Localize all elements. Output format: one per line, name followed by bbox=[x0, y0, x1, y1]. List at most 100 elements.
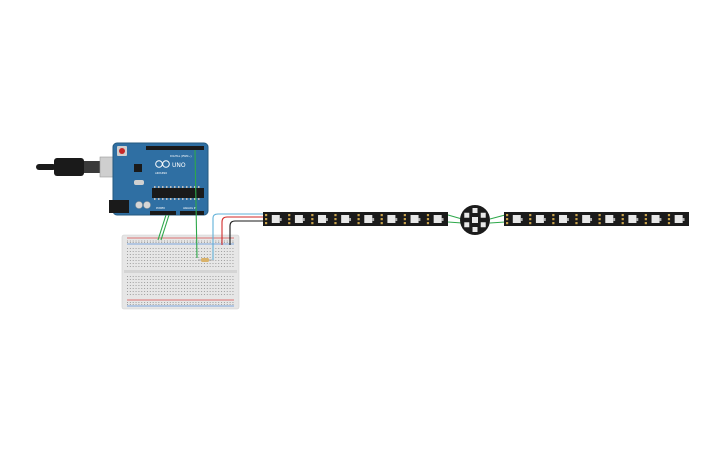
breadboard[interactable] bbox=[121, 234, 240, 310]
resistor-body bbox=[201, 258, 209, 262]
solder-pad bbox=[552, 214, 555, 217]
solder-pad bbox=[403, 222, 406, 225]
solder-pad bbox=[552, 222, 555, 225]
center-gutter bbox=[124, 270, 237, 273]
led-pixel bbox=[628, 215, 637, 223]
solder-pad bbox=[357, 214, 360, 217]
usb-chip bbox=[134, 164, 142, 172]
wire-strip-to-ring-2[interactable] bbox=[447, 221, 463, 224]
solder-pad bbox=[644, 218, 647, 221]
wire-strip-to-ring-1[interactable] bbox=[447, 214, 463, 220]
usb-cable-tail bbox=[36, 164, 56, 170]
solder-pad bbox=[334, 222, 337, 225]
ring-pixel bbox=[472, 208, 478, 213]
led-pixel bbox=[535, 215, 544, 223]
solder-pad bbox=[667, 222, 671, 225]
strip-capacitor bbox=[659, 218, 662, 221]
led-pixel bbox=[294, 215, 303, 223]
digital-header[interactable] bbox=[146, 146, 204, 150]
solder-pad bbox=[265, 214, 268, 217]
solder-pad bbox=[575, 214, 578, 217]
solder-pad bbox=[380, 222, 383, 225]
arduino-uno-board[interactable]: DIGITAL (PWM~) UNO ARDUINO bbox=[109, 142, 209, 216]
wire-ring-to-strip-2[interactable] bbox=[489, 221, 506, 224]
solder-pad bbox=[552, 218, 555, 221]
ring-pixel bbox=[464, 222, 470, 228]
usb-plug-neck bbox=[84, 161, 100, 173]
led-pixel bbox=[318, 215, 327, 223]
solder-pad bbox=[265, 222, 268, 225]
wire-ground-to-strip[interactable] bbox=[229, 220, 264, 245]
ring-pixel bbox=[472, 217, 478, 223]
solder-pad bbox=[334, 218, 337, 221]
solder-pad bbox=[598, 214, 601, 217]
arduino-breadboard-wires[interactable] bbox=[157, 149, 198, 259]
solder-pad bbox=[575, 222, 578, 225]
strip-capacitor bbox=[372, 218, 375, 221]
led-pixel bbox=[271, 215, 280, 223]
wire-5v-to-breadboard[interactable] bbox=[160, 214, 170, 241]
strip-capacitor bbox=[302, 218, 305, 221]
solder-pad bbox=[598, 218, 601, 221]
led-strip-left-pixels bbox=[265, 214, 444, 225]
led-pixel bbox=[674, 215, 683, 223]
breadboard-holes[interactable] bbox=[127, 240, 234, 306]
solder-pad bbox=[311, 222, 314, 225]
solder-pad bbox=[621, 222, 624, 225]
analog-header-label: ANALOG IN bbox=[183, 207, 197, 210]
resistor[interactable] bbox=[198, 258, 212, 262]
ring-pixel bbox=[480, 212, 486, 218]
ring-pixel bbox=[480, 222, 486, 228]
power-header[interactable] bbox=[150, 211, 176, 215]
wire-ring-to-strip-1[interactable] bbox=[489, 214, 506, 220]
capacitor-2 bbox=[143, 201, 151, 209]
solder-pad bbox=[380, 214, 383, 217]
strip-capacitor bbox=[349, 218, 352, 221]
neopixel-ring-pixels bbox=[464, 208, 486, 232]
led-strip-left-body bbox=[263, 212, 448, 226]
neopixel-ring[interactable] bbox=[460, 205, 490, 235]
solder-pad bbox=[644, 222, 647, 225]
ring-pixel bbox=[464, 212, 470, 218]
atmega-chip bbox=[152, 188, 204, 198]
strip-capacitor bbox=[418, 218, 421, 221]
strip-capacitor bbox=[590, 218, 593, 221]
solder-pad bbox=[288, 218, 291, 221]
solder-pad bbox=[403, 214, 406, 217]
solder-pad bbox=[621, 214, 624, 217]
ring-connection-wires[interactable] bbox=[447, 214, 506, 224]
led-pixel bbox=[651, 215, 660, 223]
wire-gnd-to-breadboard[interactable] bbox=[157, 214, 167, 241]
strip-capacitor bbox=[325, 218, 328, 221]
led-pixel bbox=[341, 215, 350, 223]
solder-pad bbox=[667, 218, 671, 221]
led-strip-left[interactable] bbox=[263, 212, 448, 226]
led-pixel bbox=[605, 215, 614, 223]
strip-connection-wires[interactable] bbox=[212, 213, 264, 260]
solder-pad bbox=[426, 218, 430, 221]
led-pixel bbox=[364, 215, 373, 223]
solder-pad bbox=[357, 222, 360, 225]
solder-pad bbox=[598, 222, 601, 225]
reset-button-cap bbox=[119, 148, 125, 154]
wire-power-to-strip[interactable] bbox=[221, 216, 264, 245]
wire-data-pin[interactable] bbox=[194, 149, 198, 259]
strip-capacitor bbox=[636, 218, 639, 221]
ring-pixel bbox=[472, 227, 478, 232]
power-header-label: POWER bbox=[156, 207, 165, 210]
usb-plug-body bbox=[54, 158, 84, 176]
led-pixel bbox=[387, 215, 396, 223]
solder-pad bbox=[357, 218, 360, 221]
led-strip-right[interactable] bbox=[504, 212, 689, 226]
strip-capacitor bbox=[613, 218, 616, 221]
solder-pad bbox=[288, 214, 291, 217]
solder-pad bbox=[311, 218, 314, 221]
strip-capacitor bbox=[279, 218, 282, 221]
analog-header[interactable] bbox=[180, 211, 204, 215]
barrel-jack[interactable] bbox=[109, 200, 129, 213]
wire-signal-to-strip[interactable] bbox=[212, 213, 264, 260]
capacitor-1 bbox=[135, 201, 143, 209]
led-pixel bbox=[433, 215, 442, 223]
strip-capacitor bbox=[441, 218, 444, 221]
